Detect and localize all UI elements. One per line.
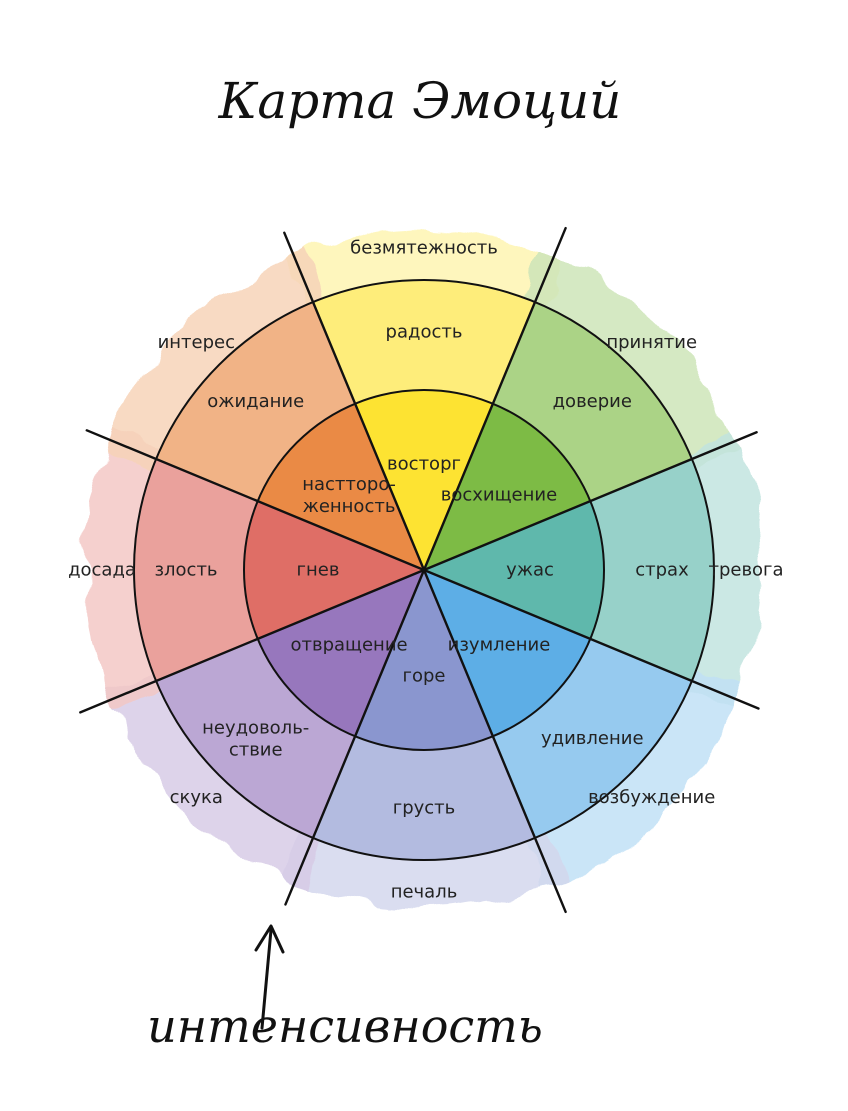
label-inner-orange: настторо-женность	[302, 474, 396, 517]
label-outer-orange: интерес	[158, 332, 235, 353]
arrow-shaft	[260, 928, 273, 1030]
wedge-middle-red	[133, 459, 260, 681]
inner-ring	[243, 389, 605, 751]
label-middle-blue: удивление	[541, 728, 644, 749]
spoke-line	[79, 568, 426, 714]
wedge-middle-teal	[588, 459, 714, 681]
spoke-line	[284, 568, 426, 906]
label-outer-slate: печаль	[391, 882, 458, 903]
wedge-inner-blue	[424, 570, 591, 737]
label-outer-purple: скука	[170, 787, 223, 808]
wedge-inner-yellow	[355, 390, 493, 570]
label-middle-purple: неудоволь-ствие	[202, 717, 309, 760]
wedge-middle-orange	[156, 302, 356, 502]
label-middle-red: злость	[154, 560, 217, 581]
label-inner-purple: отвращение	[290, 634, 407, 655]
wedge-inner-slate	[355, 570, 493, 750]
label-middle-yellow: радость	[386, 322, 463, 343]
arrow-head	[254, 924, 285, 954]
wedge-inner-green	[424, 403, 591, 570]
wedge-inner-red	[244, 501, 424, 639]
label-line: настторо-	[302, 474, 396, 495]
label-outer-red: досада	[68, 560, 136, 581]
label-middle-teal: страх	[635, 560, 689, 581]
label-line: ствие	[229, 739, 283, 760]
spoke-line	[422, 226, 567, 572]
label-middle-orange: ожидание	[207, 391, 304, 412]
label-inner-yellow: восторг	[387, 454, 461, 475]
wedge-middle-slate	[313, 734, 535, 860]
label-inner-teal: ужас	[506, 560, 554, 581]
outer-ring	[133, 279, 715, 861]
label-inner-blue: изумление	[448, 634, 551, 655]
label-middle-green: доверие	[553, 391, 632, 412]
label-outer-teal: тревога	[708, 560, 783, 581]
spoke-line	[422, 431, 758, 572]
spoke-line	[422, 568, 567, 914]
wedge-middle-purple	[156, 638, 356, 838]
label-inner-red: гнев	[297, 560, 340, 581]
label-line: неудоволь-	[202, 717, 309, 738]
label-outer-yellow: безмятежность	[350, 238, 498, 259]
label-inner-slate: горе	[403, 666, 446, 687]
wedge-middle-green	[492, 302, 692, 502]
spoke-line	[85, 429, 426, 572]
wheel-spokes	[79, 226, 760, 914]
page-title: Карта Эмоций	[218, 72, 622, 130]
spoke-line	[422, 568, 760, 710]
wedge-middle-yellow	[313, 280, 535, 406]
spoke-line	[283, 231, 426, 572]
wedge-inner-orange	[257, 403, 424, 570]
wedge-middle-blue	[492, 638, 692, 838]
label-inner-green: восхищение	[441, 485, 557, 506]
label-outer-green: принятие	[606, 332, 697, 353]
label-middle-slate: грусть	[393, 798, 456, 819]
label-outer-blue: возбуждение	[588, 787, 715, 808]
wheel-rings	[133, 279, 715, 861]
label-line: женность	[303, 496, 396, 517]
wedge-inner-purple	[257, 570, 424, 737]
wedge-inner-teal	[424, 501, 604, 639]
sector-wedges	[133, 280, 714, 860]
intensity-label: интенсивность	[147, 999, 543, 1053]
intensity-arrow	[254, 924, 285, 1030]
